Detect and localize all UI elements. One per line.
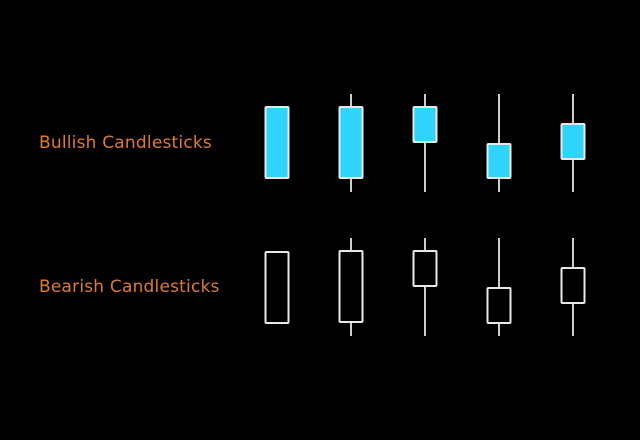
candle-body bbox=[560, 123, 586, 160]
candlestick bbox=[338, 238, 364, 336]
candle-body bbox=[412, 106, 438, 143]
bearish-label: Bearish Candlesticks bbox=[39, 277, 220, 297]
candlestick bbox=[560, 94, 586, 192]
candle-body bbox=[338, 250, 364, 323]
bearish-group bbox=[264, 238, 586, 336]
candlestick bbox=[412, 94, 438, 192]
candlestick bbox=[412, 238, 438, 336]
candle-body bbox=[486, 143, 512, 179]
bullish-label: Bullish Candlesticks bbox=[39, 133, 212, 153]
candle-body bbox=[486, 287, 512, 324]
candle-body bbox=[560, 267, 586, 304]
bullish-group bbox=[264, 94, 586, 192]
candlestick bbox=[264, 106, 290, 179]
candle-body bbox=[264, 251, 290, 324]
candle-body bbox=[264, 106, 290, 179]
candle-body bbox=[412, 250, 438, 287]
candlestick bbox=[338, 94, 364, 192]
candlestick bbox=[264, 251, 290, 324]
candlestick bbox=[486, 238, 512, 336]
candlestick bbox=[486, 94, 512, 192]
candle-body bbox=[338, 106, 364, 179]
candlestick bbox=[560, 238, 586, 336]
